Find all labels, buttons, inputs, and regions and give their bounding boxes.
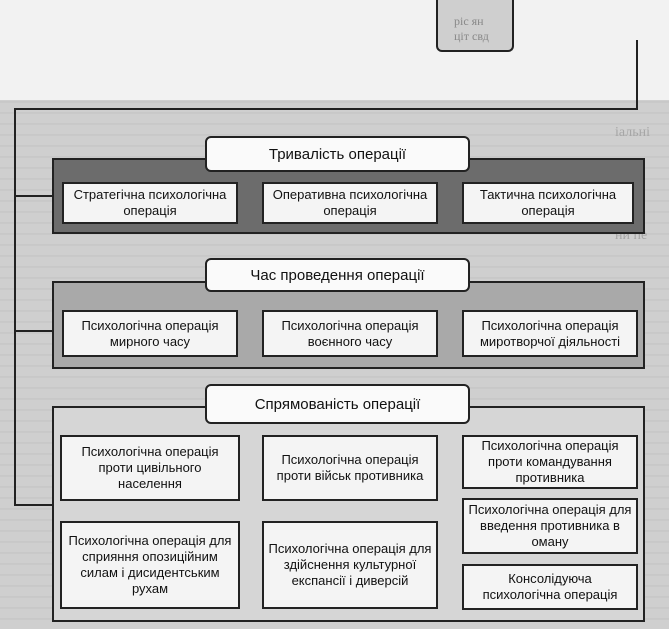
top-strip [0, 0, 669, 100]
group-title-direction: Спрямованість операції [205, 384, 470, 424]
connector-group-3 [14, 504, 52, 506]
wartime-operation-box: Психологічна операція воєнного часу [262, 310, 438, 357]
background-text: іальні [615, 125, 650, 140]
connector-group-1 [14, 195, 54, 197]
cultural-expansion-operation-box: Психологічна операція для здійснення кул… [262, 521, 438, 609]
enemy-command-operation-box: Психологічна операція проти командування… [462, 435, 638, 489]
operational-operation-box: Оперативна психологічна операція [262, 182, 438, 224]
group-title-duration: Тривалість операції [205, 136, 470, 172]
civilian-population-operation-box: Психологічна операція проти цивільного н… [60, 435, 240, 501]
connector-left-spine [14, 108, 16, 506]
peacekeeping-operation-box: Психологічна операція миротворчої діяльн… [462, 310, 638, 357]
group-title-time: Час проведення операції [205, 258, 470, 292]
opposition-support-operation-box: Психологічна операція для сприяння опози… [60, 521, 240, 609]
consolidating-operation-box: Консолідуюча психологічна операція [462, 564, 638, 610]
deception-operation-box: Психологічна операція для введення проти… [462, 498, 638, 554]
top-box-line-1: ріс ян [454, 14, 484, 28]
top-box: ріс ян ціт свд [436, 0, 514, 52]
connector-group-2 [14, 330, 54, 332]
peacetime-operation-box: Психологічна операція мирного часу [62, 310, 238, 357]
top-box-line-2: ціт свд [454, 29, 489, 43]
strategic-operation-box: Стратегічна психологічна операція [62, 182, 238, 224]
connector-top-horizontal [14, 108, 638, 110]
connector-top-vertical [636, 40, 638, 110]
tactical-operation-box: Тактична психологічна операція [462, 182, 634, 224]
enemy-troops-operation-box: Психологічна операція проти військ проти… [262, 435, 438, 501]
